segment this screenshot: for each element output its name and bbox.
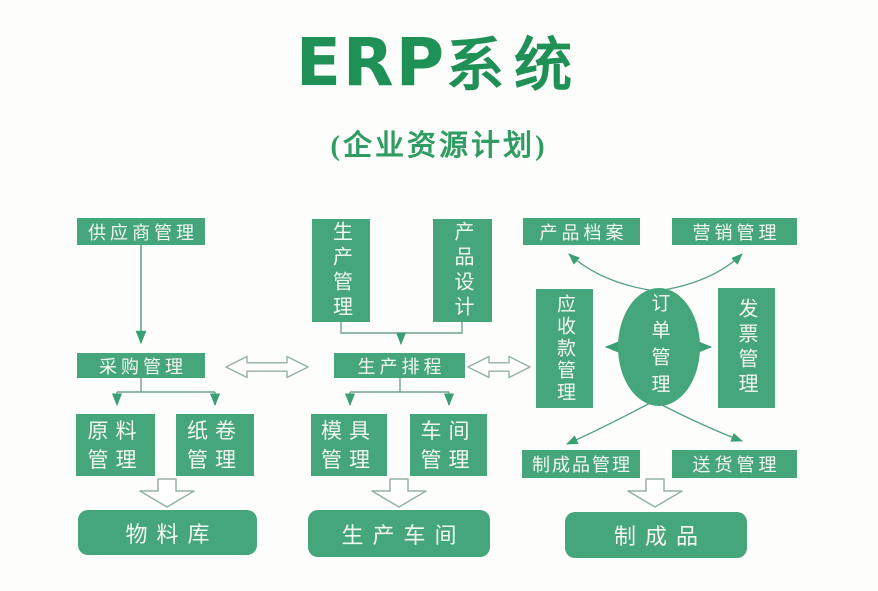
curved-arrow-order-to-finished-goods-mgmt xyxy=(566,401,653,445)
curved-arrow-order-to-delivery xyxy=(655,401,743,442)
node-finished-goods: 制成品 xyxy=(565,512,747,558)
node-raw-material-management: 原料管理 xyxy=(76,414,155,476)
node-production-management: 生产管理 xyxy=(312,219,370,322)
node-production-workshop: 生产车间 xyxy=(308,510,490,557)
double-arrow-scheduling-receivables xyxy=(467,355,531,379)
curved-arrow-order-to-product-archive xyxy=(568,253,656,292)
node-purchasing-management: 采购管理 xyxy=(77,353,205,378)
connector-merge-production-design xyxy=(340,322,463,334)
node-paper-roll-management: 纸卷管理 xyxy=(176,414,254,476)
node-order-management: 订单管理 xyxy=(618,288,700,406)
node-product-archive: 产品档案 xyxy=(523,218,640,245)
block-arrow-to-material-warehouse xyxy=(139,478,195,508)
node-material-warehouse: 物料库 xyxy=(78,510,257,555)
title-system: 系统 xyxy=(446,33,583,98)
connector-scheduling-branch xyxy=(350,378,449,393)
title-erp: ERP xyxy=(295,24,447,101)
block-arrow-to-finished-goods xyxy=(627,478,683,508)
node-production-scheduling: 生产排程 xyxy=(334,353,465,378)
connector-purchasing-branch xyxy=(117,378,215,393)
node-delivery-management: 送货管理 xyxy=(672,450,797,478)
node-invoice-management: 发票管理 xyxy=(718,288,775,408)
node-product-design: 产品设计 xyxy=(433,219,492,322)
page-title: ERP系统 xyxy=(0,30,878,96)
node-mold-management: 模具管理 xyxy=(311,414,387,476)
block-arrow-to-production-workshop xyxy=(371,478,427,508)
node-marketing-management: 营销管理 xyxy=(672,218,797,245)
double-arrow-purchasing-scheduling xyxy=(225,355,309,379)
node-finished-goods-management: 制成品管理 xyxy=(522,450,640,478)
page-subtitle: (企业资源计划) xyxy=(330,130,548,162)
node-supplier-management: 供应商管理 xyxy=(77,218,205,245)
node-receivables-management: 应收款管理 xyxy=(536,289,593,408)
curved-arrow-order-to-marketing xyxy=(656,253,743,292)
node-workshop-management: 车间管理 xyxy=(410,414,487,476)
